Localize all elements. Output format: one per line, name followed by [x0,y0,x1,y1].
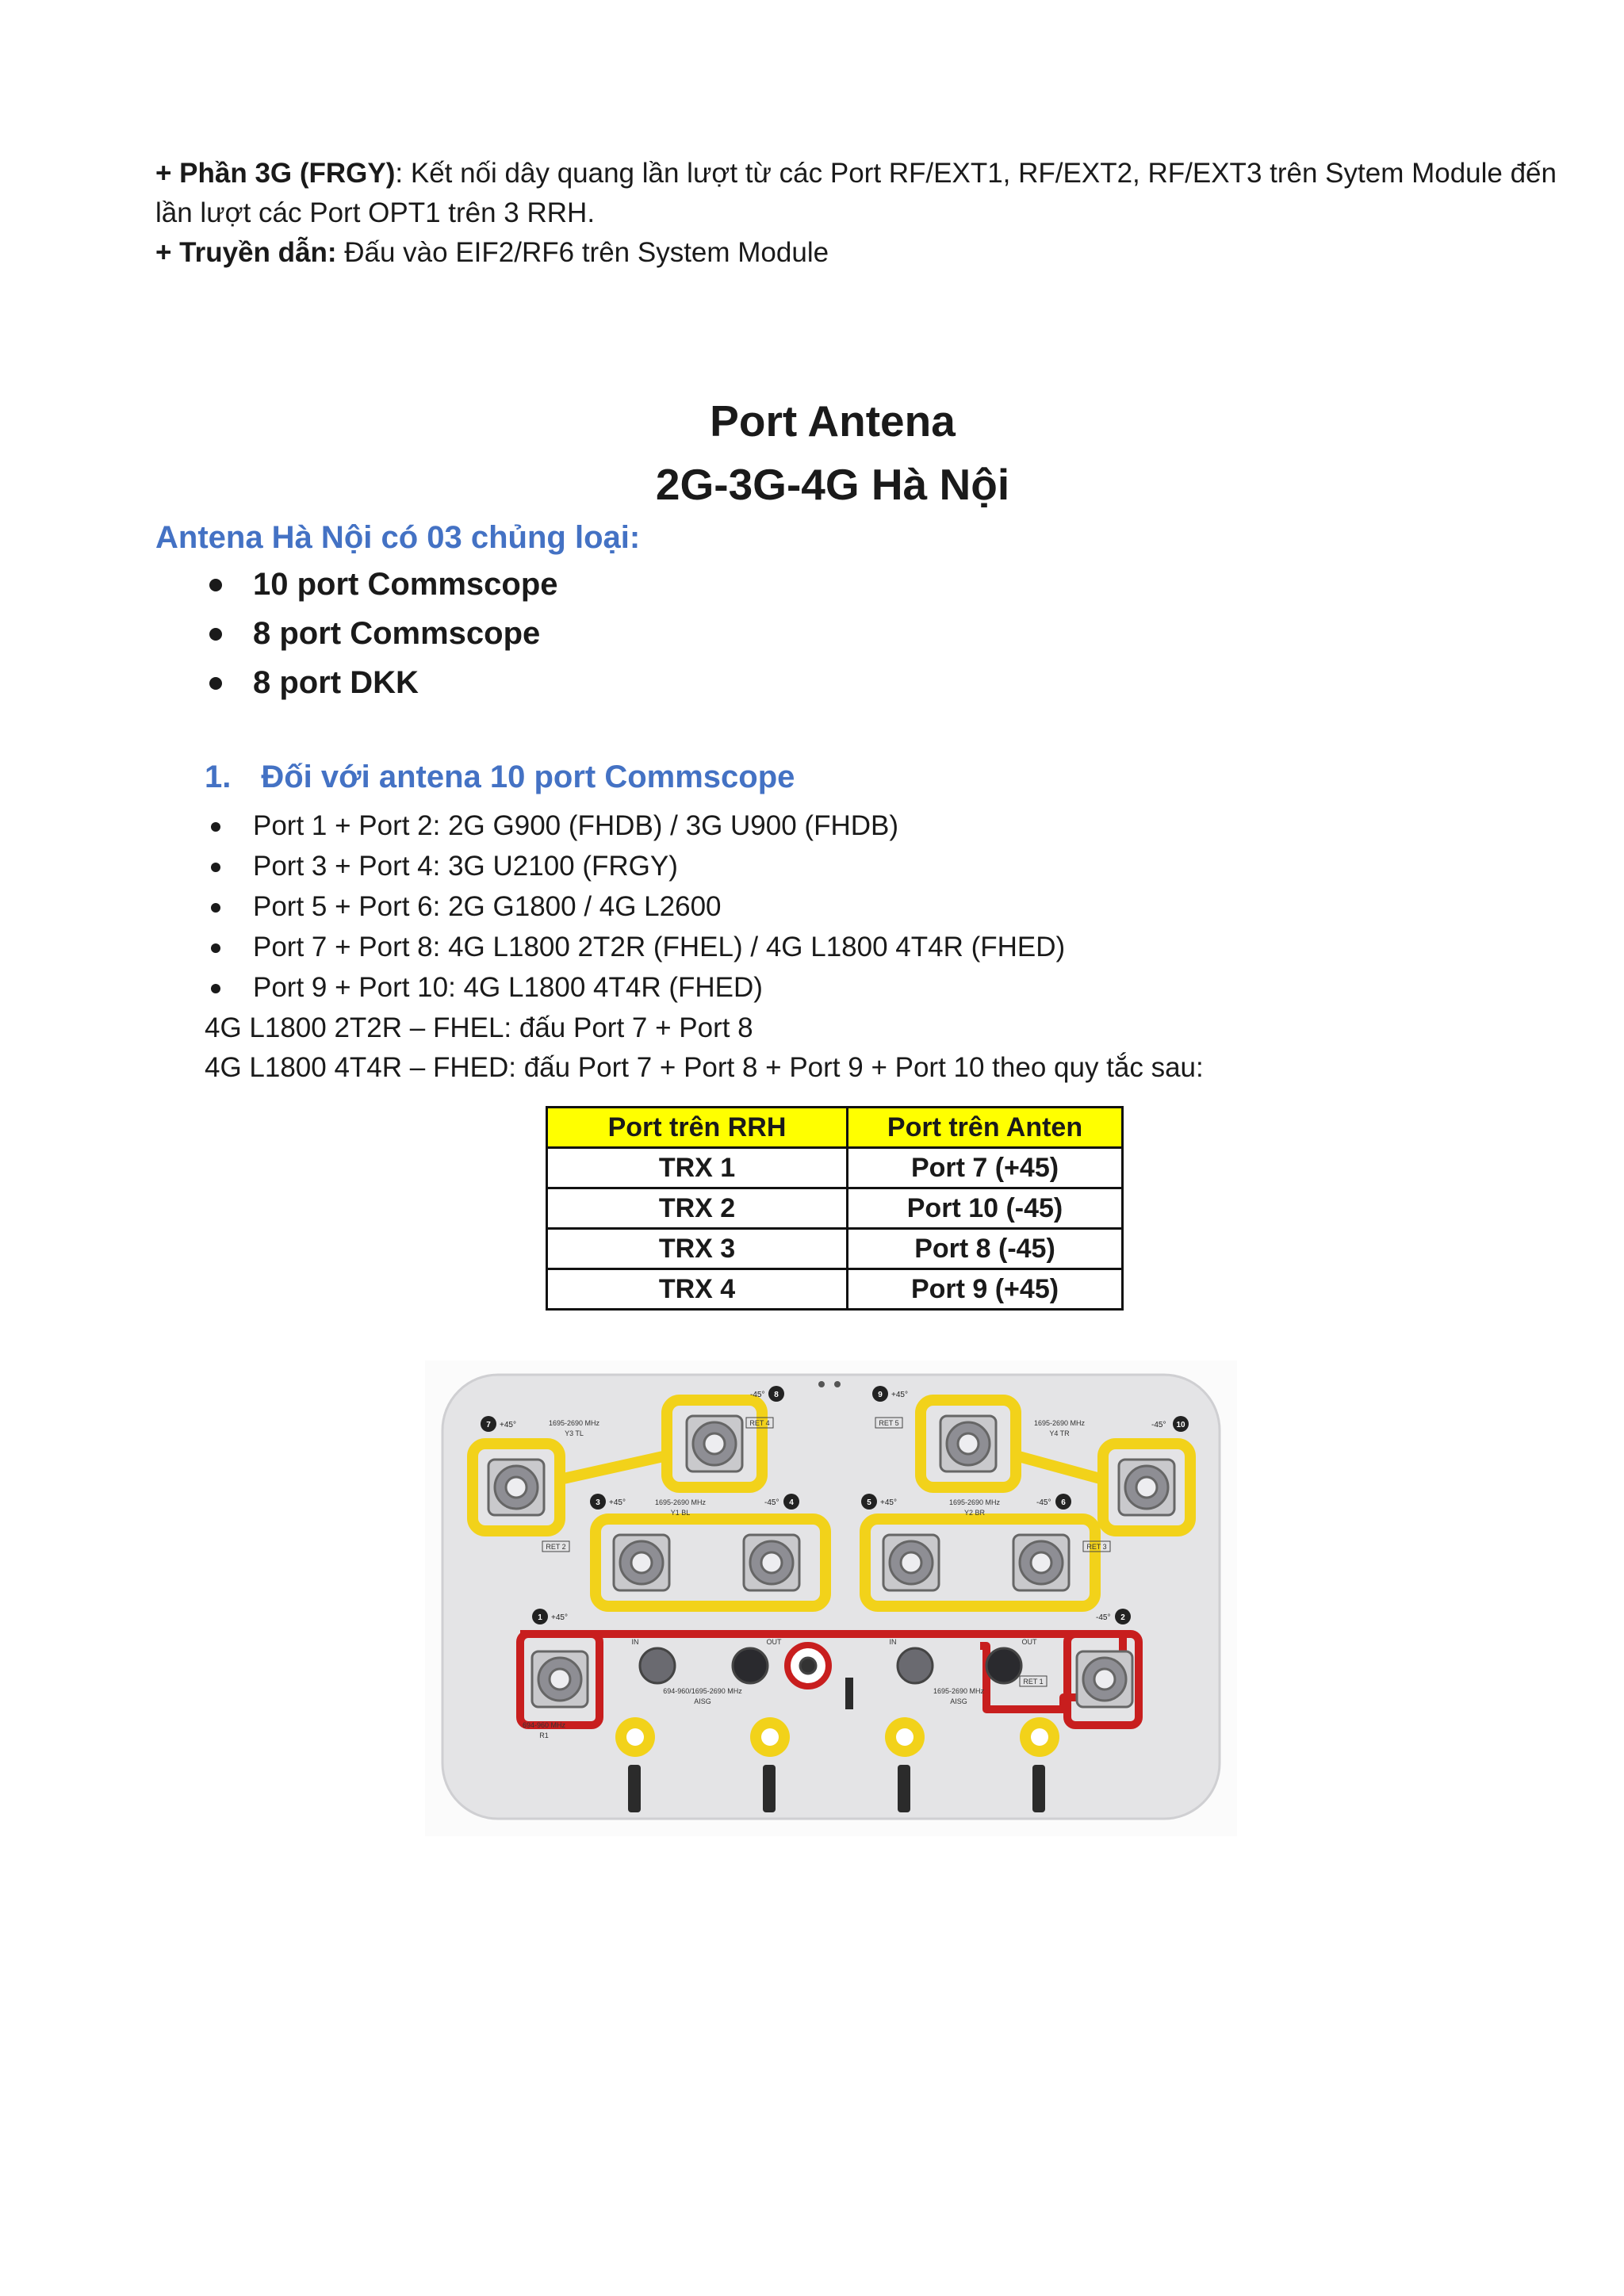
port-assignment-list: Port 1 + Port 2: 2G G900 (FHDB) / 3G U90… [208,806,1065,1008]
ret-label: RET 5 [879,1419,898,1427]
section-number: 1. [205,760,232,794]
freq-label: Y2 BR [964,1509,986,1517]
polarity-label: +45° [500,1421,516,1429]
polarity-label: +45° [891,1391,908,1399]
polarity-label: +45° [609,1498,626,1507]
fhed-note: 4G L1800 4T4R – FHED: đấu Port 7 + Port … [205,1052,1204,1083]
port-4-connector [742,1533,801,1592]
antenna-types-list: 10 port Commscope 8 port Commscope 8 por… [208,560,558,707]
ret-label: RET 1 [1023,1678,1043,1686]
port-7-connector [487,1458,546,1517]
page-title: Port Antena [710,396,956,446]
ret-label: RET 2 [546,1543,565,1551]
polarity-label: -45° [1096,1613,1110,1622]
polarity-label: +45° [551,1613,568,1622]
table-cell: TRX 2 [546,1187,848,1230]
table-cell: Port 8 (-45) [846,1227,1124,1270]
port-badge: 2 [1120,1613,1125,1622]
port-badge: 1 [538,1613,542,1622]
port-5-connector [882,1533,940,1592]
io-label: IN [890,1638,897,1646]
antenna-types-heading: Antena Hà Nội có 03 chủng loại: [155,520,641,555]
list-item: 8 port Commscope [208,609,558,658]
table-cell: Port 7 (+45) [846,1146,1124,1189]
port-badge: 4 [789,1498,794,1507]
table-cell: TRX 4 [546,1268,848,1311]
table-header: Port trên RRH [546,1106,848,1149]
io-label: OUT [1022,1638,1038,1646]
port-badge: 7 [486,1421,491,1429]
table-cell: Port 9 (+45) [846,1268,1124,1311]
list-item: Port 1 + Port 2: 2G G900 (FHDB) / 3G U90… [208,806,1065,846]
port-badge: 9 [878,1391,883,1399]
port-3-connector [612,1533,671,1592]
port-1-connector [530,1650,589,1709]
freq-label: 694-960 MHz [523,1721,566,1729]
port-badge: 6 [1061,1498,1066,1507]
port-badge: 10 [1176,1421,1185,1429]
polarity-label: -45° [764,1498,779,1507]
list-item: Port 7 + Port 8: 4G L1800 2T2R (FHEL) / … [208,927,1065,967]
intro-3g-label: + Phần 3G (FRGY) [155,158,396,189]
table-row: TRX 1 Port 7 (+45) [546,1146,1124,1189]
io-label: OUT [767,1638,783,1646]
section-1-heading: 1. Đối với antena 10 port Commscope [205,755,795,799]
freq-label: 1695-2690 MHz [933,1687,985,1695]
freq-label: AISG [950,1697,967,1705]
port-badge: 5 [867,1498,871,1507]
table-row: TRX 4 Port 9 (+45) [546,1268,1124,1311]
ret-label: RET 4 [749,1419,769,1427]
polarity-label: -45° [1036,1498,1051,1507]
port-2-connector [1075,1650,1134,1709]
trx-port-table: Port trên RRH Port trên Anten TRX 1 Port… [546,1106,1124,1311]
freq-label: Y1 BL [671,1509,691,1517]
table-row: TRX 2 Port 10 (-45) [546,1187,1124,1230]
list-item: Port 5 + Port 6: 2G G1800 / 4G L2600 [208,886,1065,927]
table-cell: TRX 3 [546,1227,848,1270]
intro-line-2: lần lượt các Port OPT1 trên 3 RRH. [155,197,596,228]
table-cell: Port 10 (-45) [846,1187,1124,1230]
list-item: Port 3 + Port 4: 3G U2100 (FRGY) [208,846,1065,886]
table-header-row: Port trên RRH Port trên Anten [546,1106,1124,1149]
freq-label: 694-960/1695-2690 MHz [663,1687,742,1695]
fhel-note: 4G L1800 2T2R – FHEL: đấu Port 7 + Port … [205,1012,753,1043]
intro-transmission-label: + Truyền dẫn: [155,237,337,268]
list-item: 10 port Commscope [208,560,558,609]
polarity-label: -45° [750,1391,764,1399]
io-label: IN [632,1638,639,1646]
section-title: Đối với antena 10 port Commscope [261,760,795,794]
list-item: 8 port DKK [208,658,558,707]
freq-label: Y3 TL [565,1429,584,1437]
freq-label: Y4 TR [1049,1429,1070,1437]
ret-label: RET 3 [1086,1543,1106,1551]
polarity-label: +45° [880,1498,897,1507]
antenna-ports-photo: 7 +45° 8 -45° 9 +45° 10 -45° 3 +45° 4 -4… [425,1360,1237,1836]
table-cell: TRX 1 [546,1146,848,1189]
freq-label: 1695-2690 MHz [949,1498,1001,1506]
freq-label: R1 [539,1732,549,1739]
port-8-connector [685,1414,744,1473]
intro-line-1: + Phần 3G (FRGY): Kết nối dây quang lần … [155,158,1557,189]
intro-line-3: + Truyền dẫn: Đấu vào EIF2/RF6 trên Syst… [155,237,829,268]
page-subtitle: 2G-3G-4G Hà Nội [655,460,1010,509]
port-9-connector [939,1414,998,1473]
freq-label: AISG [694,1697,711,1705]
polarity-label: -45° [1151,1421,1166,1429]
port-6-connector [1012,1533,1071,1592]
freq-label: 1695-2690 MHz [549,1419,600,1427]
freq-label: 1695-2690 MHz [655,1498,707,1506]
table-header: Port trên Anten [846,1106,1124,1149]
port-10-connector [1117,1458,1176,1517]
port-badge: 8 [774,1391,779,1399]
freq-label: 1695-2690 MHz [1034,1419,1086,1427]
table-row: TRX 3 Port 8 (-45) [546,1227,1124,1270]
port-badge: 3 [596,1498,600,1507]
list-item: Port 9 + Port 10: 4G L1800 4T4R (FHED) [208,967,1065,1008]
